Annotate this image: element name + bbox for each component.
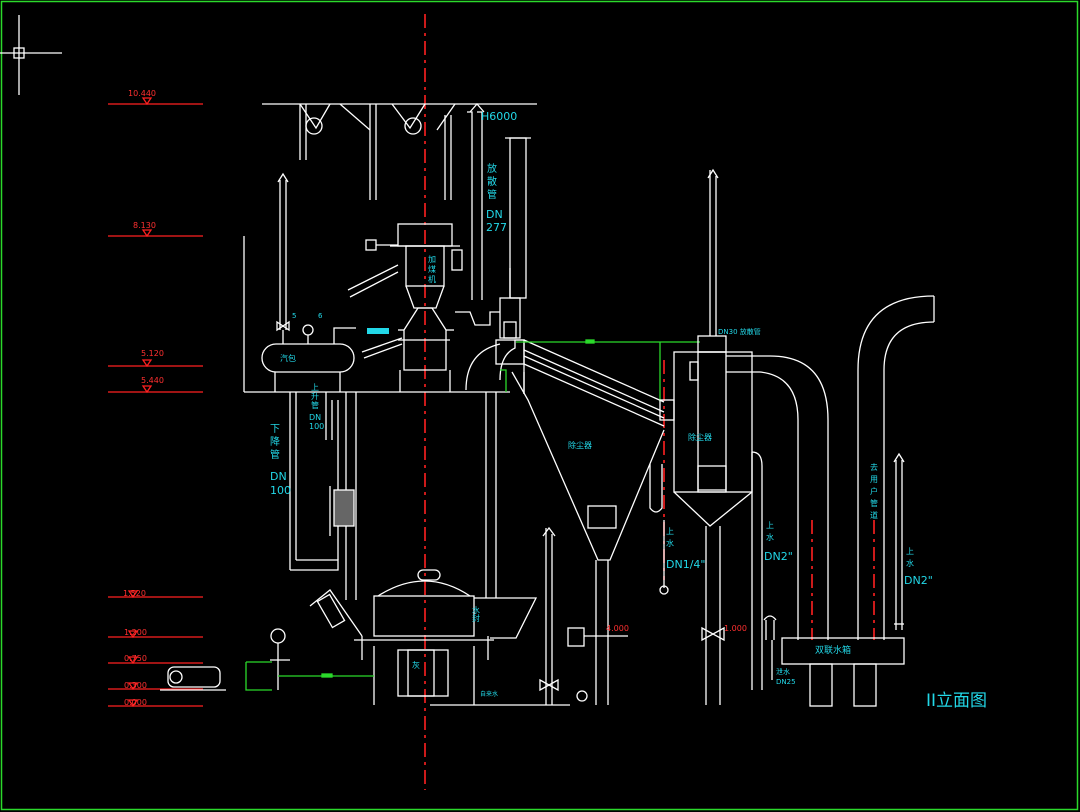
extra-elev-1: 4.000	[606, 624, 629, 633]
elevation-marker-icon: 0.750	[108, 654, 203, 665]
elevation-label: 5.120	[141, 349, 164, 358]
downcomer-label: 下降管	[270, 424, 280, 461]
elevation-label: 0.750	[124, 654, 147, 663]
coal-hopper-structure	[262, 103, 537, 200]
inlet-dn2a-size: DN2"	[764, 550, 793, 563]
elevation-label: 5.440	[141, 376, 164, 385]
h6000-label: H6000	[481, 110, 517, 123]
water-tank	[763, 615, 905, 707]
extra-elev-2: 1.000	[724, 624, 747, 633]
platform-frame	[243, 172, 510, 393]
elevation-label: 0.000	[124, 698, 147, 707]
level-gauge-tag	[367, 328, 389, 334]
gasifier-bottom	[309, 392, 570, 706]
motor-icon	[160, 666, 226, 691]
crosshair-cursor-icon	[0, 15, 62, 95]
outlet-pipe-large	[726, 295, 935, 690]
drawing-title: II立面图	[926, 691, 987, 711]
elevation-marker-icon: 0.300	[108, 681, 203, 691]
dust-collector-label: 除尘器	[568, 440, 592, 450]
elevation-label: 8.130	[133, 221, 156, 230]
u-tube-gauge	[539, 464, 669, 705]
green-piping	[321, 339, 700, 678]
feeder-label: 加煤机	[428, 254, 436, 284]
valve-icon	[276, 320, 290, 332]
gauge-icon	[302, 324, 314, 336]
to-user-pipe-label: 去用户管道	[870, 462, 878, 520]
riser-dn-1: DN	[309, 413, 321, 422]
inlet-dn2a-label: 上水	[766, 521, 774, 542]
side-mark-s2: 5	[292, 312, 296, 320]
elevation-marker-icon: 5.440	[108, 376, 203, 394]
elevation-marker-icon: 10.440	[108, 89, 203, 106]
downcomer-dn-1: DN	[270, 470, 287, 483]
elevation-marker-icon: 1.520	[108, 589, 203, 599]
side-mark-s9: 水封	[472, 605, 481, 622]
vent-pipe-label: 放散管	[487, 162, 497, 201]
elevation-marker-icon: 0.000	[108, 698, 203, 708]
drain-note-1: 泄水	[776, 667, 790, 676]
elevation-label: 1.520	[123, 589, 146, 598]
inlet-dn2b-label: 上水	[906, 547, 914, 568]
inlet-dn14-size: DN1/4"	[666, 558, 705, 571]
downcomer-riser-pipes	[289, 392, 357, 600]
elevation-markers: 10.440 8.130 5.120 5.440 1.520 1.200 0.7…	[108, 89, 203, 708]
steam-drum-label: 汽包	[280, 353, 296, 363]
vent-pipe-dn-1: DN	[486, 208, 503, 221]
vent-pipe-dn-2: 277	[486, 221, 507, 234]
feeder-assembly	[347, 223, 463, 392]
side-mark-s6: 灰	[412, 660, 420, 670]
dust-collector	[465, 339, 665, 705]
riser-label: 上升管	[311, 383, 319, 410]
water-line-green	[245, 661, 374, 691]
elevation-marker-icon: 5.120	[108, 349, 203, 368]
riser-dn-2: 100	[309, 422, 324, 431]
elevation-marker-icon: 8.130	[108, 221, 203, 238]
side-mark-s8: 自来水	[480, 690, 498, 698]
elevation-marker-icon: 1.200	[108, 628, 203, 639]
downcomer-dn-2: 100	[270, 484, 291, 497]
elevation-label: 10.440	[128, 89, 156, 98]
pump-icon	[270, 628, 290, 690]
inlet-dn2b-size: DN2"	[904, 574, 933, 587]
vent-pipe	[455, 103, 531, 339]
fine-dust-collector-label: 除尘器	[688, 432, 712, 442]
right-inlet-pipe	[893, 452, 905, 630]
steam-drum	[261, 327, 356, 392]
side-mark-s3: 6	[318, 312, 323, 320]
fine-dust-collector	[659, 168, 753, 705]
dn30-note: DN30 放散管	[718, 327, 761, 336]
elevation-label: 1.200	[124, 628, 147, 637]
elevation-label: 0.300	[124, 681, 147, 690]
drain-note-2: DN25	[776, 678, 796, 686]
water-tank-label: 双联水箱	[815, 644, 851, 656]
inlet-dn14-label: 上水	[666, 527, 674, 548]
